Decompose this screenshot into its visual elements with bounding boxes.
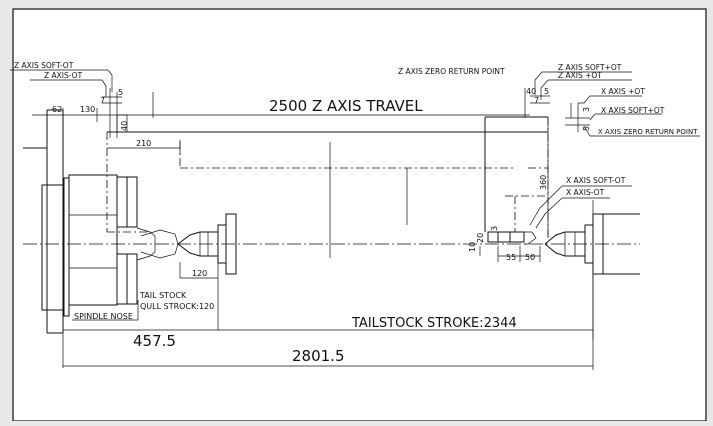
dim-55: 55 [506,253,516,262]
dim-3-low: 3 [490,226,499,231]
dimension-lines [10,69,700,370]
sheet-border [12,8,707,422]
dim-10: 10 [468,242,477,252]
dim-40-left: 40 [120,121,129,131]
dim-20: 20 [476,233,485,243]
x-axis-soft-ot-plus-label: X AXIS SOFT+OT [601,106,665,115]
dim-7-left: 7 [100,96,105,105]
quill-stroke-label: QULL STROCK:120 [140,302,214,311]
dim-62: 62 [52,105,62,114]
z-axis-soft-ot-minus-label: Z AXIS SOFT-OT [14,61,74,70]
dim-3-top: 3 [582,107,591,112]
x-axis-zero-return-label: X AXIS ZERO RETURN POINT [598,128,698,136]
dim-457-5: 457.5 [133,332,176,350]
tail-stock-label: TAIL STOCK [139,291,187,300]
spindle-nose-label: SPINDLE NOSE [74,312,133,321]
dim-2801-5: 2801.5 [292,347,345,365]
z-axis-ot-plus-label: Z AXIS +OT [558,71,602,80]
z-axis-ot-minus-label: Z AXIS-OT [44,71,83,80]
x-axis-ot-minus-label: X AXIS-OT [566,188,605,197]
dim-5-top: 5 [582,126,591,131]
dim-120: 120 [192,269,207,278]
z-axis-zero-return-label: Z AXIS ZERO RETURN POINT [398,67,505,76]
dim-5-right: 5 [544,87,549,96]
spindle-chuck [23,109,179,334]
x-axis-ot-plus-label: X AXIS +OT [601,87,645,96]
dim-40-right: 40 [526,87,536,96]
dim-7-right: 7 [534,96,539,105]
dim-50: 50 [525,253,535,262]
x-axis-soft-ot-minus-label: X AXIS SOFT-OT [566,176,626,185]
dim-210: 210 [136,139,151,148]
tailstock-stroke-label: TAILSTOCK STROKE:2344 [351,316,517,331]
z-axis-travel-label: 2500 Z AXIS TRAVEL [269,97,423,115]
z-axis-soft-ot-plus-label: Z AXIS SOFT+OT [558,63,622,72]
dim-130: 130 [80,105,95,114]
dim-360: 360 [539,175,548,190]
dim-5-left: 5 [118,88,123,97]
